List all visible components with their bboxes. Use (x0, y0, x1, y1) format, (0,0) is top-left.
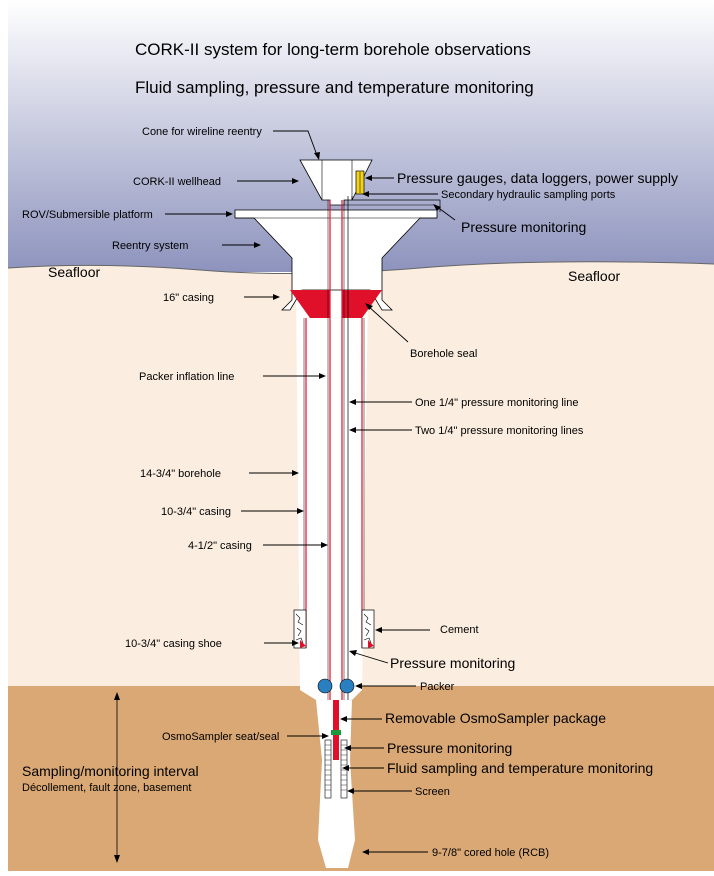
label-pressure-monitoring-top: Pressure monitoring (461, 219, 586, 235)
osmosampler-package (333, 700, 339, 730)
leader-lines (165, 130, 456, 855)
lower-sediment (8, 686, 714, 871)
label-two-quarter: Two 1/4" pressure monitoring lines (415, 425, 584, 437)
label-packer: Packer (420, 681, 455, 693)
label-rov: ROV/Submersible platform (22, 209, 153, 221)
label-cement: Cement (440, 624, 479, 636)
label-pressure-monitoring-low: Pressure monitoring (387, 740, 512, 756)
title-line-1: CORK-II system for long-term borehole ob… (135, 40, 531, 59)
label-casing-1034: 10-3/4" casing (161, 506, 231, 518)
label-wellhead: CORK-II wellhead (133, 176, 221, 188)
label-cone: Cone for wireline reentry (142, 126, 262, 138)
borehole-seal-right (342, 290, 382, 318)
cement-left (293, 609, 307, 649)
label-osmo-package: Removable OsmoSampler package (385, 710, 606, 726)
label-casing-shoe: 10-3/4" casing shoe (125, 638, 222, 650)
label-secondary-ports: Secondary hydraulic sampling ports (441, 189, 616, 201)
interval-arrow (114, 692, 120, 863)
pressure-line-2 (351, 196, 441, 212)
label-casing16: 16" casing (163, 292, 214, 304)
label-borehole-1434: 14-3/4" borehole (140, 468, 221, 480)
osmosampler-seat (331, 730, 341, 735)
cement-right (361, 609, 375, 649)
packer-right (339, 678, 355, 694)
packer-left (317, 678, 333, 694)
label-osmo-seat: OsmoSampler seat/seal (162, 731, 279, 743)
label-cored-hole: 9-7/8" cored hole (RCB) (432, 847, 549, 859)
label-interval-title: Sampling/monitoring interval (22, 763, 199, 779)
seafloor-label-right: Seafloor (568, 268, 620, 284)
title-line-2: Fluid sampling, pressure and temperature… (135, 78, 534, 97)
label-borehole-seal: Borehole seal (410, 348, 477, 360)
label-one-quarter: One 1/4" pressure monitoring line (415, 397, 579, 409)
borehole (296, 290, 368, 868)
label-pressure-gauges: Pressure gauges, data loggers, power sup… (397, 170, 678, 186)
seafloor-label-left: Seafloor (48, 264, 100, 280)
label-reentry: Reentry system (112, 240, 188, 252)
label-fluid-sampling: Fluid sampling and temperature monitorin… (387, 760, 653, 776)
label-screen: Screen (415, 786, 450, 798)
label-pressure-monitoring-mid: Pressure monitoring (390, 655, 515, 671)
label-interval-sub: Décollement, fault zone, basement (22, 782, 191, 794)
label-packer-inflation: Packer inflation line (139, 371, 234, 383)
label-casing-412: 4-1/2" casing (188, 540, 252, 552)
borehole-seal-left (290, 290, 330, 318)
